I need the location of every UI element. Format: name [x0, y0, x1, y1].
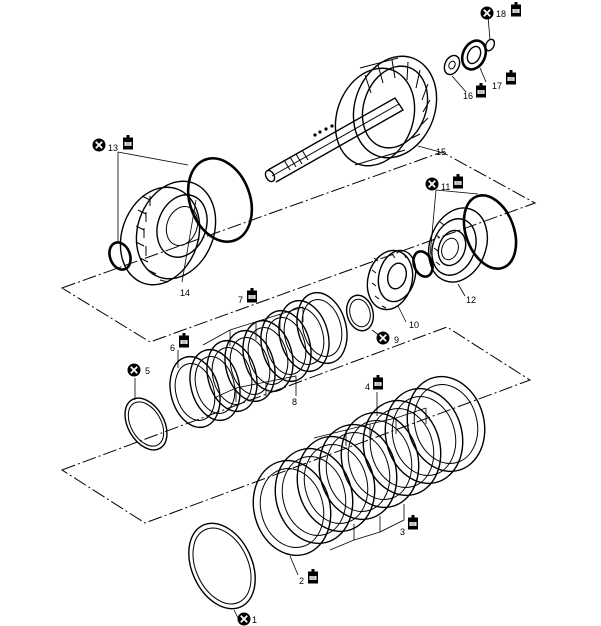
- callout-3: 3: [400, 527, 405, 537]
- part-13-ring-small: [108, 241, 132, 271]
- callout-4: 4: [365, 382, 370, 392]
- callout-14: 14: [180, 288, 190, 298]
- callout-13: 13: [108, 143, 118, 153]
- part-11-ring-large: [462, 194, 518, 270]
- callout-18: 18: [496, 9, 506, 19]
- callout-2: 2: [299, 576, 304, 586]
- part-11-ring-small: [412, 250, 434, 278]
- upper-section-outline: [60, 151, 537, 343]
- callout-8: 8: [292, 397, 297, 407]
- callout-16: 16: [463, 91, 473, 101]
- part-17-thrust-bearing: [460, 39, 488, 71]
- callout-6: 6: [170, 343, 175, 353]
- callout-15: 15: [436, 147, 446, 157]
- part-16-washer: [443, 54, 461, 76]
- callout-12: 12: [466, 295, 476, 305]
- part-12-piston-drum: [427, 207, 489, 283]
- part-10-bearing: [366, 249, 417, 311]
- callout-1: 1: [252, 615, 257, 625]
- callout-9: 9: [394, 335, 399, 345]
- callout-17: 17: [492, 81, 502, 91]
- part-13-ring-large: [186, 157, 254, 243]
- part-15-drum-shaft: [264, 55, 438, 183]
- callout-10: 10: [409, 320, 419, 330]
- leader-lines: [117, 15, 491, 619]
- callout-11: 11: [441, 182, 450, 192]
- upper-clutch-pack: [169, 291, 348, 429]
- lower-clutch-pack: [252, 375, 486, 557]
- callout-7: 7: [238, 295, 243, 305]
- part-5-snap-ring: [124, 397, 168, 451]
- part-18-seal-ring: [484, 38, 496, 52]
- lower-section-outline: [60, 326, 532, 524]
- callout-labels: 1 2 3 4 5 6 7 8 9 10 11 12 13 14 15 16 1…: [108, 9, 506, 625]
- part-9-snap-ring: [345, 294, 375, 332]
- part-14-hub: [119, 180, 217, 286]
- part-1-snap-ring: [188, 522, 256, 610]
- callout-5: 5: [145, 366, 150, 376]
